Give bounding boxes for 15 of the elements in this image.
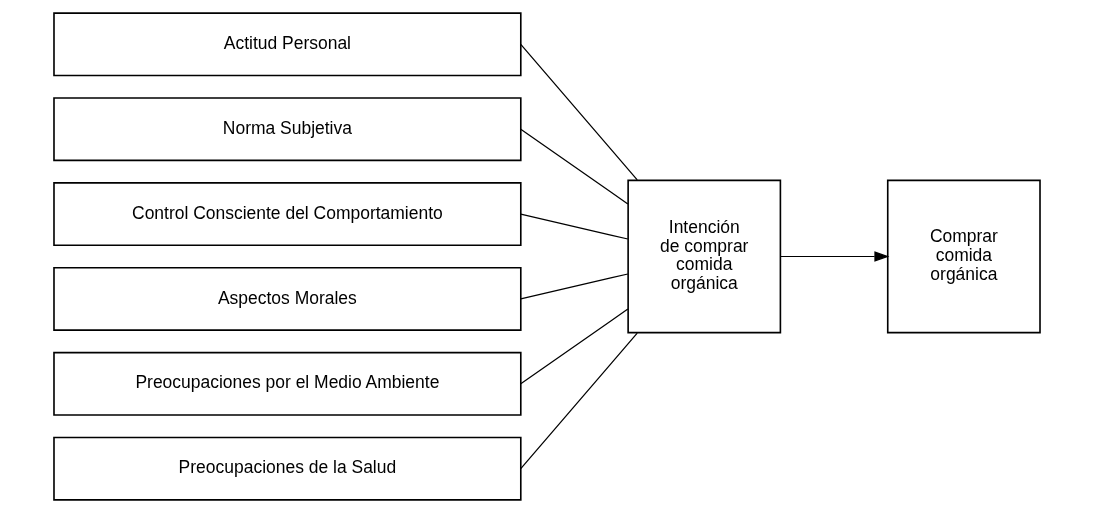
node-box: Aspectos Morales bbox=[52, 266, 522, 331]
arrow bbox=[779, 251, 889, 262]
connector bbox=[519, 213, 628, 240]
node-box: Control Consciente del Comportamiento bbox=[52, 182, 522, 247]
connector bbox=[519, 128, 628, 205]
connector bbox=[519, 43, 638, 181]
connector bbox=[519, 273, 628, 300]
node-box: Norma Subjetiva bbox=[52, 97, 522, 162]
node-box: Preocupaciones de la Salud bbox=[52, 436, 522, 501]
node-box: Actitud Personal bbox=[52, 12, 522, 77]
node-box: Comprar comida orgánica bbox=[886, 179, 1041, 334]
node-box: Intención de comprar comida orgánica bbox=[626, 179, 781, 334]
connector bbox=[519, 308, 628, 385]
connector bbox=[519, 332, 638, 470]
node-box: Preocupaciones por el Medio Ambiente bbox=[52, 351, 522, 416]
